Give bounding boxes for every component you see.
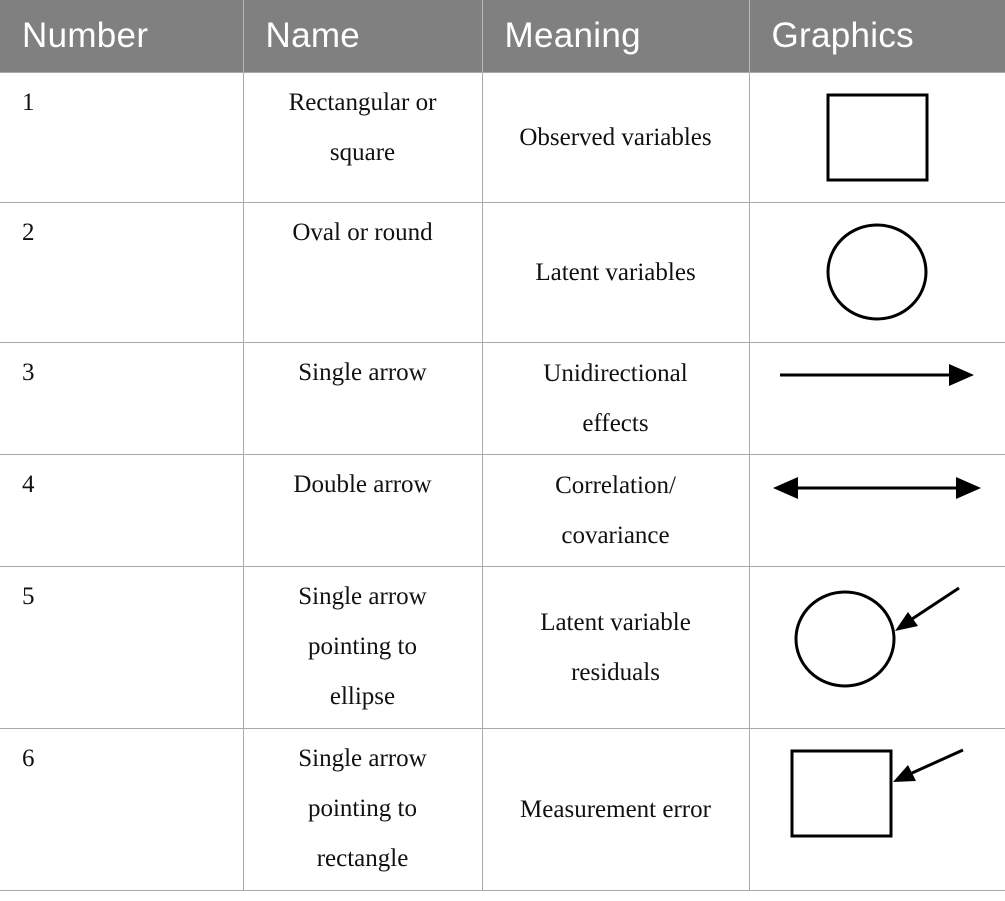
header-graphics: Graphics <box>748 0 1005 73</box>
row-meaning: Measurement error <box>481 728 750 891</box>
header-number: Number <box>0 0 243 73</box>
table-row: 6 Single arrow pointing to rectangle Mea… <box>0 728 1005 891</box>
circle-with-arrow-icon <box>794 586 960 688</box>
row-number: 4 <box>0 454 244 567</box>
table-row: 2 Oval or round Latent variables <box>0 202 1005 343</box>
table-row: 4 Double arrow Correlation/ covariance <box>0 454 1005 567</box>
double-arrow-icon <box>772 477 981 499</box>
row-number: 6 <box>0 728 244 891</box>
meaning-text: Latent variable residuals <box>540 608 691 686</box>
rectangle-icon <box>826 93 928 182</box>
row-name: Rectangular or square <box>242 72 483 203</box>
table-row: 5 Single arrow pointing to ellipse Laten… <box>0 566 1005 729</box>
row-number: 3 <box>0 342 244 455</box>
row-meaning: Latent variables <box>481 202 750 343</box>
meaning-text: Correlation/ covariance <box>555 471 676 549</box>
row-meaning: Correlation/ covariance <box>481 454 750 567</box>
row-name: Single arrow pointing to rectangle <box>242 728 483 891</box>
row-number: 2 <box>0 202 244 343</box>
row-number: 5 <box>0 566 244 729</box>
table-row: 3 Single arrow Unidirectional effects <box>0 342 1005 455</box>
name-text: Single arrow pointing to ellipse <box>298 583 427 710</box>
rectangle-with-arrow-icon <box>790 748 964 838</box>
row-name: Oval or round <box>242 202 483 343</box>
row-graphic <box>748 202 1005 343</box>
row-graphic <box>748 728 1005 891</box>
row-graphic <box>748 566 1005 729</box>
name-text: Single arrow pointing to rectangle <box>298 745 427 872</box>
row-graphic <box>748 72 1005 203</box>
header-meaning: Meaning <box>481 0 749 73</box>
single-arrow-icon <box>779 364 974 386</box>
header-row: Number Name Meaning Graphics <box>0 0 1005 73</box>
table-row: 1 Rectangular or square Observed variabl… <box>0 72 1005 203</box>
row-meaning: Latent variable residuals <box>481 566 750 729</box>
name-text: Rectangular or square <box>288 89 437 166</box>
header-name: Name <box>242 0 482 73</box>
row-meaning: Observed variables <box>481 72 750 203</box>
circle-icon <box>826 223 927 321</box>
row-graphic <box>748 342 1005 455</box>
row-name: Single arrow <box>242 342 483 455</box>
row-graphic <box>748 454 1005 567</box>
row-name: Double arrow <box>242 454 483 567</box>
meaning-text: Unidirectional effects <box>543 359 688 437</box>
row-name: Single arrow pointing to ellipse <box>242 566 483 729</box>
row-meaning: Unidirectional effects <box>481 342 750 455</box>
row-number: 1 <box>0 72 244 203</box>
